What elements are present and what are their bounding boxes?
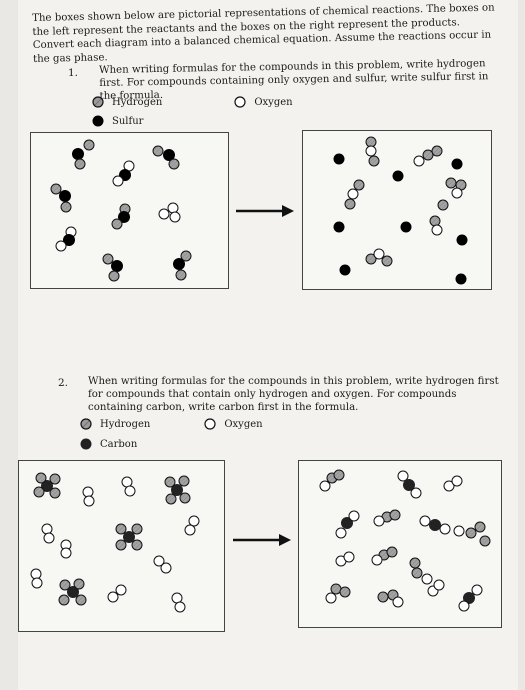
o2-molecule <box>479 535 491 547</box>
o2-molecule <box>158 202 181 223</box>
sulfur-atom <box>392 170 404 182</box>
question-2-legend-row-2: Carbon <box>80 438 137 450</box>
reaction-2-reactants-molecules <box>30 472 200 613</box>
reaction-1-reactants-molecules <box>50 139 192 282</box>
legend-oxygen-label: Oxygen <box>224 418 263 430</box>
o2-molecule <box>171 592 186 613</box>
legend-hydrogen-label: Hydrogen <box>100 418 151 430</box>
o2-molecule <box>82 486 95 507</box>
h2o-molecule <box>325 583 351 604</box>
question-1-legend-row-1: Hydrogen Oxygen <box>92 96 335 108</box>
h2o-molecule <box>377 589 404 608</box>
sulfur-atom <box>333 153 345 165</box>
legend-sulfur-label: Sulfur <box>112 115 144 127</box>
ch4-molecule <box>164 475 191 505</box>
ch4-molecule <box>58 578 87 606</box>
sulfur-atom <box>451 158 463 170</box>
h2s-molecule <box>72 139 95 170</box>
question-1-legend-row-2: Sulfur <box>92 115 143 127</box>
sulfur-atom-icon <box>92 115 104 127</box>
carbon-atom-icon <box>80 438 92 450</box>
o2-molecule <box>107 584 127 603</box>
h2s-molecule <box>173 250 192 281</box>
legend-oxygen-label: Oxygen <box>254 96 293 108</box>
h2o-molecule <box>371 546 398 566</box>
h2o-molecule <box>429 199 449 236</box>
ch4-molecule <box>115 523 143 551</box>
o2-molecule <box>30 568 43 589</box>
h2o-molecule <box>365 248 393 267</box>
legend-carbon-label: Carbon <box>100 438 138 450</box>
intro-text: The boxes shown below are pictorial repr… <box>32 2 495 65</box>
h2s-molecule <box>50 183 72 213</box>
ch4-molecule <box>33 472 61 499</box>
reaction-2-reactants-box <box>18 460 225 632</box>
reaction-2-products-box <box>298 460 502 628</box>
h2o-molecule <box>445 177 467 199</box>
h2o-molecule <box>319 469 345 492</box>
h2s-molecule <box>102 253 123 282</box>
question-1-number: 1. <box>68 67 79 79</box>
question-2-text: When writing formulas for the compounds … <box>88 376 499 413</box>
sulfur-atom <box>456 234 468 246</box>
reaction-2-arrow-icon <box>233 534 291 546</box>
h2o-molecule <box>373 509 401 527</box>
o2-molecule <box>184 515 200 536</box>
so2-molecule <box>55 226 77 252</box>
oxygen-atom-icon <box>234 96 246 108</box>
o2-molecule <box>335 551 355 567</box>
co2-molecule <box>419 515 451 535</box>
reaction-1-products-box <box>302 130 492 290</box>
h2o-molecule <box>344 179 365 210</box>
question-2-number: 2. <box>58 377 69 389</box>
co2-molecule <box>397 470 422 499</box>
o2-molecule <box>41 523 55 544</box>
h2o-molecule <box>413 145 443 167</box>
sulfur-atom <box>400 221 412 233</box>
h2o-molecule <box>365 136 380 167</box>
hydrogen-atom-icon <box>92 96 104 108</box>
question-2-legend-row-1: Hydrogen Oxygen <box>80 418 305 430</box>
legend-hydrogen-label: Hydrogen <box>112 96 163 108</box>
reaction-2-products-molecules <box>319 469 491 612</box>
o2-molecule <box>443 475 463 492</box>
o2-molecule <box>121 476 136 497</box>
h2s-molecule <box>152 145 180 170</box>
reaction-1-products-molecules <box>333 136 468 285</box>
o2-molecule <box>153 555 172 574</box>
h2s-molecule <box>111 203 131 230</box>
oxygen-atom-icon <box>204 418 216 430</box>
sulfur-atom <box>333 221 345 233</box>
h2o-molecule <box>409 557 433 585</box>
o2-molecule <box>427 579 445 597</box>
hydrogen-atom-icon <box>80 418 92 430</box>
co2-molecule <box>458 584 483 612</box>
reaction-1-reactants-box <box>30 132 229 289</box>
h2o-molecule <box>453 521 486 539</box>
o2-molecule <box>60 539 72 559</box>
so2-molecule <box>112 160 135 187</box>
sulfur-atom <box>455 273 467 285</box>
reaction-1-arrow-icon <box>236 205 294 217</box>
co2-molecule <box>335 510 360 539</box>
sulfur-atom <box>339 264 351 276</box>
